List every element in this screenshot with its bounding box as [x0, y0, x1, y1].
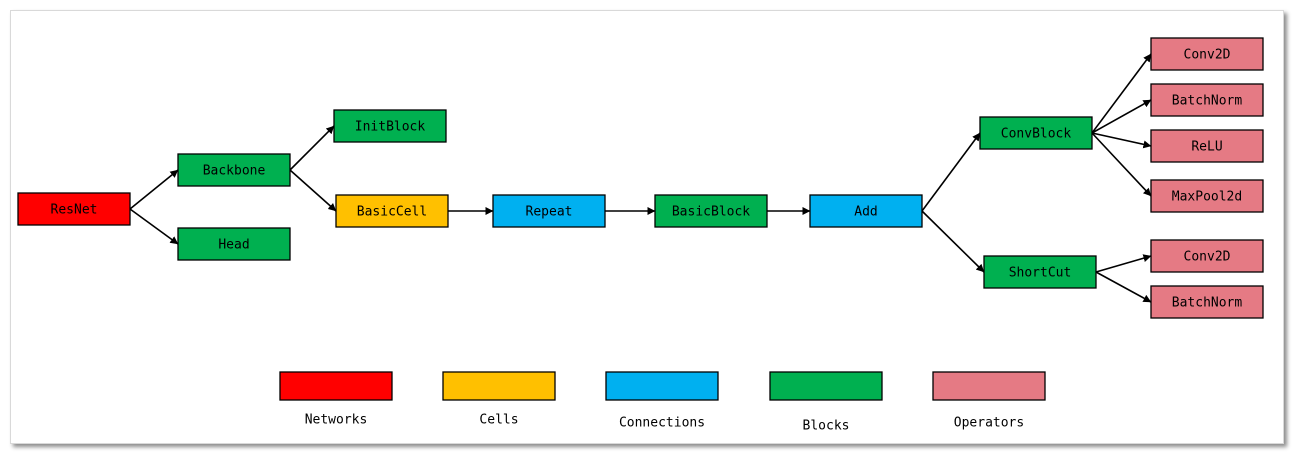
legend-swatch-blocks	[769, 371, 883, 401]
legend-label-connections: Connections	[619, 416, 705, 431]
node-label-shortcut: ShortCut	[1009, 266, 1072, 281]
node-box-batchnorm-2	[1150, 285, 1264, 319]
legend-swatch-connections	[605, 371, 719, 401]
node-repeat: Repeat	[492, 194, 606, 228]
edge-convblock-to-relu	[1091, 132, 1152, 149]
legend: Networks Cells Connections Blocks Operators	[279, 371, 1046, 434]
node-head: Head	[177, 227, 291, 261]
node-basiccell: BasicCell	[335, 194, 449, 228]
legend-item-networks: Networks	[279, 371, 393, 428]
edge-add-to-shortcut	[921, 210, 985, 273]
node-conv2d-2: Conv2D	[1150, 239, 1264, 273]
node-conv2d-1: Conv2D	[1150, 37, 1264, 71]
node-label-relu: ReLU	[1191, 140, 1222, 155]
node-label-backbone: Backbone	[203, 164, 266, 179]
node-box-backbone	[177, 153, 291, 187]
node-label-basiccell: BasicCell	[357, 205, 427, 220]
legend-label-networks: Networks	[305, 413, 368, 428]
node-resnet: ResNet	[17, 192, 131, 226]
node-box-batchnorm-1	[1150, 83, 1264, 117]
node-label-basicblock: BasicBlock	[672, 205, 750, 220]
node-batchnorm-1: BatchNorm	[1150, 83, 1264, 117]
legend-swatch-networks	[279, 371, 393, 401]
legend-label-cells: Cells	[479, 413, 518, 428]
node-box-convblock	[979, 116, 1093, 150]
node-convblock: ConvBlock	[979, 116, 1093, 150]
node-box-conv2d-2	[1150, 239, 1264, 273]
legend-item-cells: Cells	[442, 371, 556, 428]
node-label-repeat: Repeat	[526, 205, 573, 220]
node-shortcut: ShortCut	[983, 255, 1097, 289]
node-label-add: Add	[854, 205, 877, 220]
node-backbone: Backbone	[177, 153, 291, 187]
edge-add-to-convblock	[921, 132, 981, 212]
node-basicblock: BasicBlock	[654, 194, 768, 228]
node-box-initblock	[333, 109, 447, 143]
node-box-repeat	[492, 194, 606, 228]
node-label-maxpool2d: MaxPool2d	[1172, 190, 1242, 205]
node-box-head	[177, 227, 291, 261]
edge-convblock-to-maxpool2d	[1091, 132, 1152, 197]
node-label-conv2d-1: Conv2D	[1184, 48, 1231, 63]
legend-item-operators: Operators	[932, 371, 1046, 431]
edge-shortcut-to-conv2d-2	[1095, 254, 1152, 273]
node-box-shortcut	[983, 255, 1097, 289]
node-box-conv2d-1	[1150, 37, 1264, 71]
edge-convblock-to-conv2d-1	[1091, 53, 1152, 134]
edge-resnet-to-backbone	[129, 169, 179, 210]
legend-swatch-operators	[932, 371, 1046, 401]
edge-backbone-to-basiccell	[289, 169, 337, 212]
diagram-edges	[129, 53, 1152, 303]
edge-convblock-to-batchnorm-1	[1091, 99, 1152, 134]
legend-item-connections: Connections	[605, 371, 719, 431]
node-box-resnet	[17, 192, 131, 226]
node-add: Add	[809, 194, 923, 228]
node-box-maxpool2d	[1150, 179, 1264, 213]
node-label-conv2d-2: Conv2D	[1184, 250, 1231, 265]
node-box-basicblock	[654, 194, 768, 228]
node-label-batchnorm-2: BatchNorm	[1172, 296, 1243, 311]
node-relu: ReLU	[1150, 129, 1264, 163]
legend-item-blocks: Blocks	[769, 371, 883, 434]
node-box-basiccell	[335, 194, 449, 228]
edge-backbone-to-initblock	[289, 125, 335, 171]
node-box-add	[809, 194, 923, 228]
node-label-initblock: InitBlock	[355, 120, 426, 135]
node-initblock: InitBlock	[333, 109, 447, 143]
node-label-resnet: ResNet	[51, 203, 98, 218]
node-maxpool2d: MaxPool2d	[1150, 179, 1264, 213]
node-label-head: Head	[218, 238, 249, 253]
node-box-relu	[1150, 129, 1264, 163]
node-label-batchnorm-1: BatchNorm	[1172, 94, 1243, 109]
edge-resnet-to-head	[129, 208, 179, 245]
legend-label-operators: Operators	[954, 416, 1024, 431]
legend-label-blocks: Blocks	[803, 419, 850, 434]
legend-swatch-cells	[442, 371, 556, 401]
edge-shortcut-to-batchnorm-2	[1095, 271, 1152, 303]
node-label-convblock: ConvBlock	[1001, 127, 1072, 142]
node-batchnorm-2: BatchNorm	[1150, 285, 1264, 319]
